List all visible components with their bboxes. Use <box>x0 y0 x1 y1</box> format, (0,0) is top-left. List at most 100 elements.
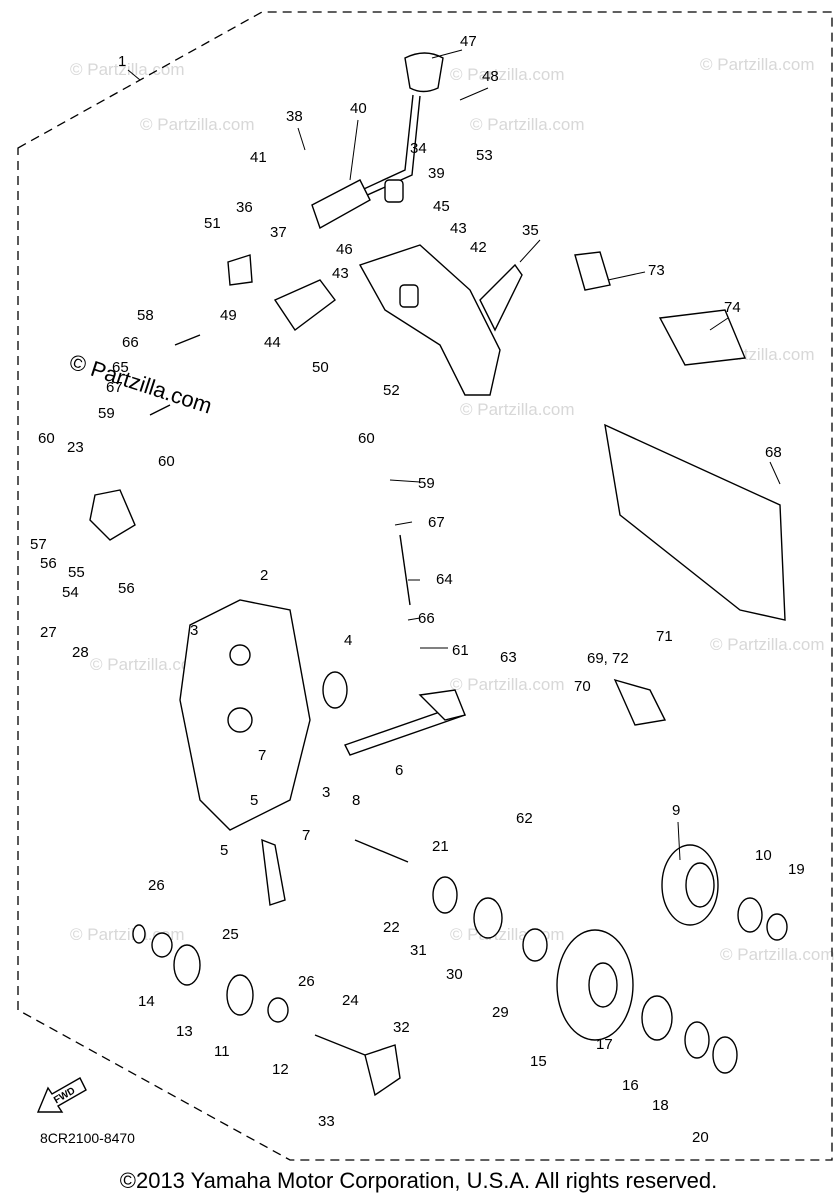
sprocket-hub <box>588 962 618 1008</box>
callout-label: 23 <box>67 439 84 456</box>
callout-label: 11 <box>214 1043 230 1060</box>
callout-label: 32 <box>393 1019 410 1036</box>
callout-label: 46 <box>336 241 353 258</box>
callout-label: 9 <box>672 802 680 819</box>
callout-label: 65 <box>112 359 129 376</box>
callout-label: 8 <box>352 792 360 809</box>
watermark-text: © Partzilla.com <box>90 655 205 674</box>
callout-label: 67 <box>106 379 123 396</box>
callout-label: 26 <box>298 973 315 990</box>
bushing <box>384 179 404 203</box>
callout-label: 25 <box>222 926 239 943</box>
callout-label: 7 <box>302 827 310 844</box>
callout-label: 34 <box>410 140 427 157</box>
watermark-text: © Partzilla.com <box>140 115 255 134</box>
watermark-text: © Partzilla.com <box>70 60 185 79</box>
callout-label: 47 <box>460 33 477 50</box>
callout-label: 7 <box>258 747 266 764</box>
bearing-right <box>737 897 763 933</box>
callout-label: 61 <box>452 642 469 659</box>
callout-label: 2 <box>260 567 268 584</box>
callout-label: 38 <box>286 108 303 125</box>
cover-group <box>574 251 786 621</box>
callout-label: 17 <box>596 1036 613 1053</box>
callout-label: 51 <box>204 215 221 232</box>
callout-label: 56 <box>118 580 135 597</box>
callout-label: 6 <box>395 762 403 779</box>
callout-label: 71 <box>656 628 673 645</box>
callout-label: 5 <box>220 842 228 859</box>
bushing <box>399 284 419 308</box>
linkage-rod-upper <box>149 334 201 416</box>
callout-label: 33 <box>318 1113 335 1130</box>
callout-label: 27 <box>40 624 57 641</box>
shaft-boss <box>227 707 253 733</box>
callout-label: 43 <box>332 265 349 282</box>
callout-label: 28 <box>72 644 89 661</box>
callout-label: 15 <box>530 1053 547 1070</box>
watermark-text: © Partzilla.com <box>450 65 565 84</box>
callout-label: 5 <box>250 792 258 809</box>
callout-label: 59 <box>418 475 435 492</box>
gear-train-group <box>132 839 788 1097</box>
callout-label: 70 <box>574 678 591 695</box>
gear-big <box>661 844 719 926</box>
callout-label: 63 <box>500 649 517 666</box>
callout-label: 64 <box>436 571 453 588</box>
callout-label: 14 <box>138 993 155 1010</box>
callout-label: 54 <box>62 584 79 601</box>
leader-lines <box>127 49 781 861</box>
callout-label: 1 <box>118 53 126 70</box>
callout-label: 10 <box>755 847 772 864</box>
callout-label: 21 <box>432 838 449 855</box>
callout-label: 24 <box>342 992 359 1009</box>
callout-label: 58 <box>137 307 154 324</box>
callout-label: 60 <box>38 430 55 447</box>
watermark-text: © Partzilla.com <box>710 635 825 654</box>
protector-plate <box>658 309 747 366</box>
speed-sensor <box>613 678 667 726</box>
callout-label: 37 <box>270 224 287 241</box>
watermark-text: © Partzilla.com <box>460 400 575 419</box>
shaft <box>314 1034 366 1056</box>
callout-label: 18 <box>652 1097 669 1114</box>
lever-bracket <box>311 179 371 230</box>
callout-label: 73 <box>648 262 665 279</box>
rod-end <box>261 838 286 906</box>
callout-label: 74 <box>724 299 741 316</box>
push-rod <box>399 534 411 606</box>
callout-label: 55 <box>68 564 85 581</box>
callout-label: 60 <box>158 453 175 470</box>
callout-label: 20 <box>692 1129 709 1146</box>
bearing <box>322 671 348 709</box>
callout-label: 52 <box>383 382 400 399</box>
bearing-seat <box>229 644 251 666</box>
callout-label: 43 <box>450 220 467 237</box>
fwd-label: FWD <box>52 1085 77 1106</box>
callout-label: 31 <box>410 942 427 959</box>
callout-label: 13 <box>176 1023 193 1040</box>
callout-label: 50 <box>312 359 329 376</box>
linkage-plate <box>273 279 336 332</box>
gear-big-hub <box>685 862 715 908</box>
bracket-bottom <box>364 1044 401 1097</box>
callout-label: 19 <box>788 861 805 878</box>
oil-seal <box>766 913 788 941</box>
washer-right <box>712 1036 738 1074</box>
dog-clutch <box>641 995 673 1041</box>
callout-label: 39 <box>428 165 445 182</box>
shift-plate <box>358 244 501 396</box>
case-group <box>179 534 667 906</box>
shift-arm <box>418 689 466 721</box>
callout-label: 29 <box>492 1004 509 1021</box>
callout-label: 69, 72 <box>587 650 629 667</box>
callout-label: 22 <box>383 919 400 936</box>
washer <box>132 924 146 944</box>
watermark-main-text: © Partzilla.com <box>66 349 215 419</box>
fwd-arrow-icon: FWD <box>36 1077 87 1113</box>
sprocket-large <box>556 929 634 1041</box>
bolt <box>354 839 409 863</box>
dust-cover <box>604 423 786 621</box>
